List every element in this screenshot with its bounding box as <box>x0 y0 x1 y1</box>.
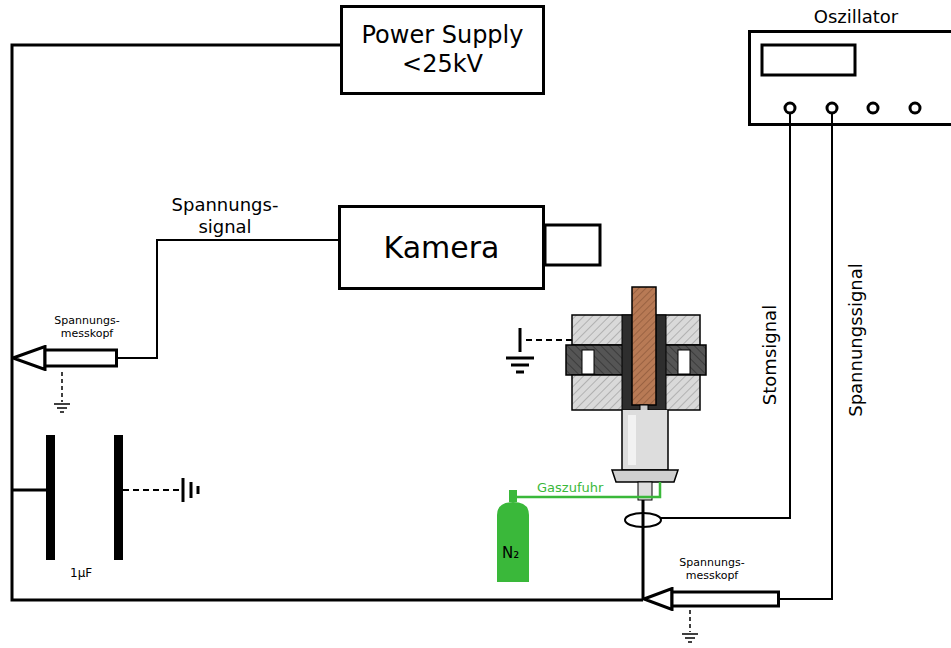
signal-label: Stomsignal <box>759 305 780 405</box>
gas-label: Gaszufuhr <box>537 480 603 495</box>
power-supply-box: Power Supply <25kV <box>340 5 545 95</box>
signal-label: Spannungssignal <box>845 263 867 417</box>
signal-wire <box>118 240 338 358</box>
ground-symbol <box>54 372 70 412</box>
signal-label: Spannungs- signal <box>165 194 285 237</box>
oscillator-details <box>762 45 920 126</box>
probe-shape <box>12 345 118 371</box>
capacitance-value: 1µF <box>70 566 92 580</box>
camera-lens <box>545 225 600 265</box>
device-heading: Oszillator <box>751 6 951 27</box>
gas-supply <box>497 482 660 582</box>
box-label: Power Supply <25kV <box>343 13 542 87</box>
gas-name: N₂ <box>502 544 519 562</box>
probe-shape <box>643 587 780 611</box>
voltage-probe: Spannungs- messkopf <box>12 345 118 371</box>
voltage-probe: Spannungs- messkopf <box>643 587 780 611</box>
oscillator-box: Oszillator <box>748 30 951 126</box>
hv-wire <box>12 45 643 600</box>
capacitor-symbol <box>46 435 198 560</box>
ground-symbol <box>682 610 698 642</box>
probe-label: Spannungs- messkopf <box>673 557 751 582</box>
camera-box: Kamera <box>338 205 545 290</box>
signal-wire <box>780 126 832 599</box>
probe-label: Spannungs- messkopf <box>48 315 126 340</box>
discharge-chamber <box>506 287 706 500</box>
box-label: Kamera <box>341 222 542 274</box>
